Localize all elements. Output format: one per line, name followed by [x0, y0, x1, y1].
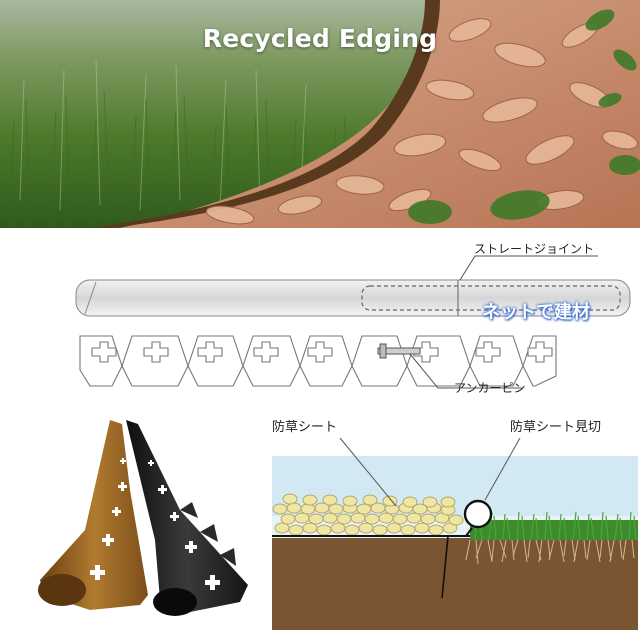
gravel-layer [272, 493, 464, 536]
joint-outline [361, 285, 621, 311]
anchor-pin [377, 343, 421, 359]
hero-banner: Recycled Edging [0, 0, 640, 228]
edging-products [38, 420, 248, 616]
brown-edging [38, 420, 148, 610]
hero-title: Recycled Edging [202, 24, 438, 53]
hero-photo [0, 0, 640, 228]
weed-sheet-label: 防草シート [272, 420, 338, 435]
edging-profile [463, 499, 493, 529]
sheet-edge-label: 防草シート見切 [510, 420, 602, 435]
joint-label: ストレートジョイント [474, 242, 595, 256]
black-edging [126, 420, 248, 616]
anchor-pin-label: アンカーピン [454, 381, 526, 395]
edging-diagram [75, 255, 631, 389]
cross-section-diagram [272, 437, 638, 630]
watermark-text: ネットで建材 [482, 302, 590, 323]
anchor-pin-section [441, 535, 449, 599]
